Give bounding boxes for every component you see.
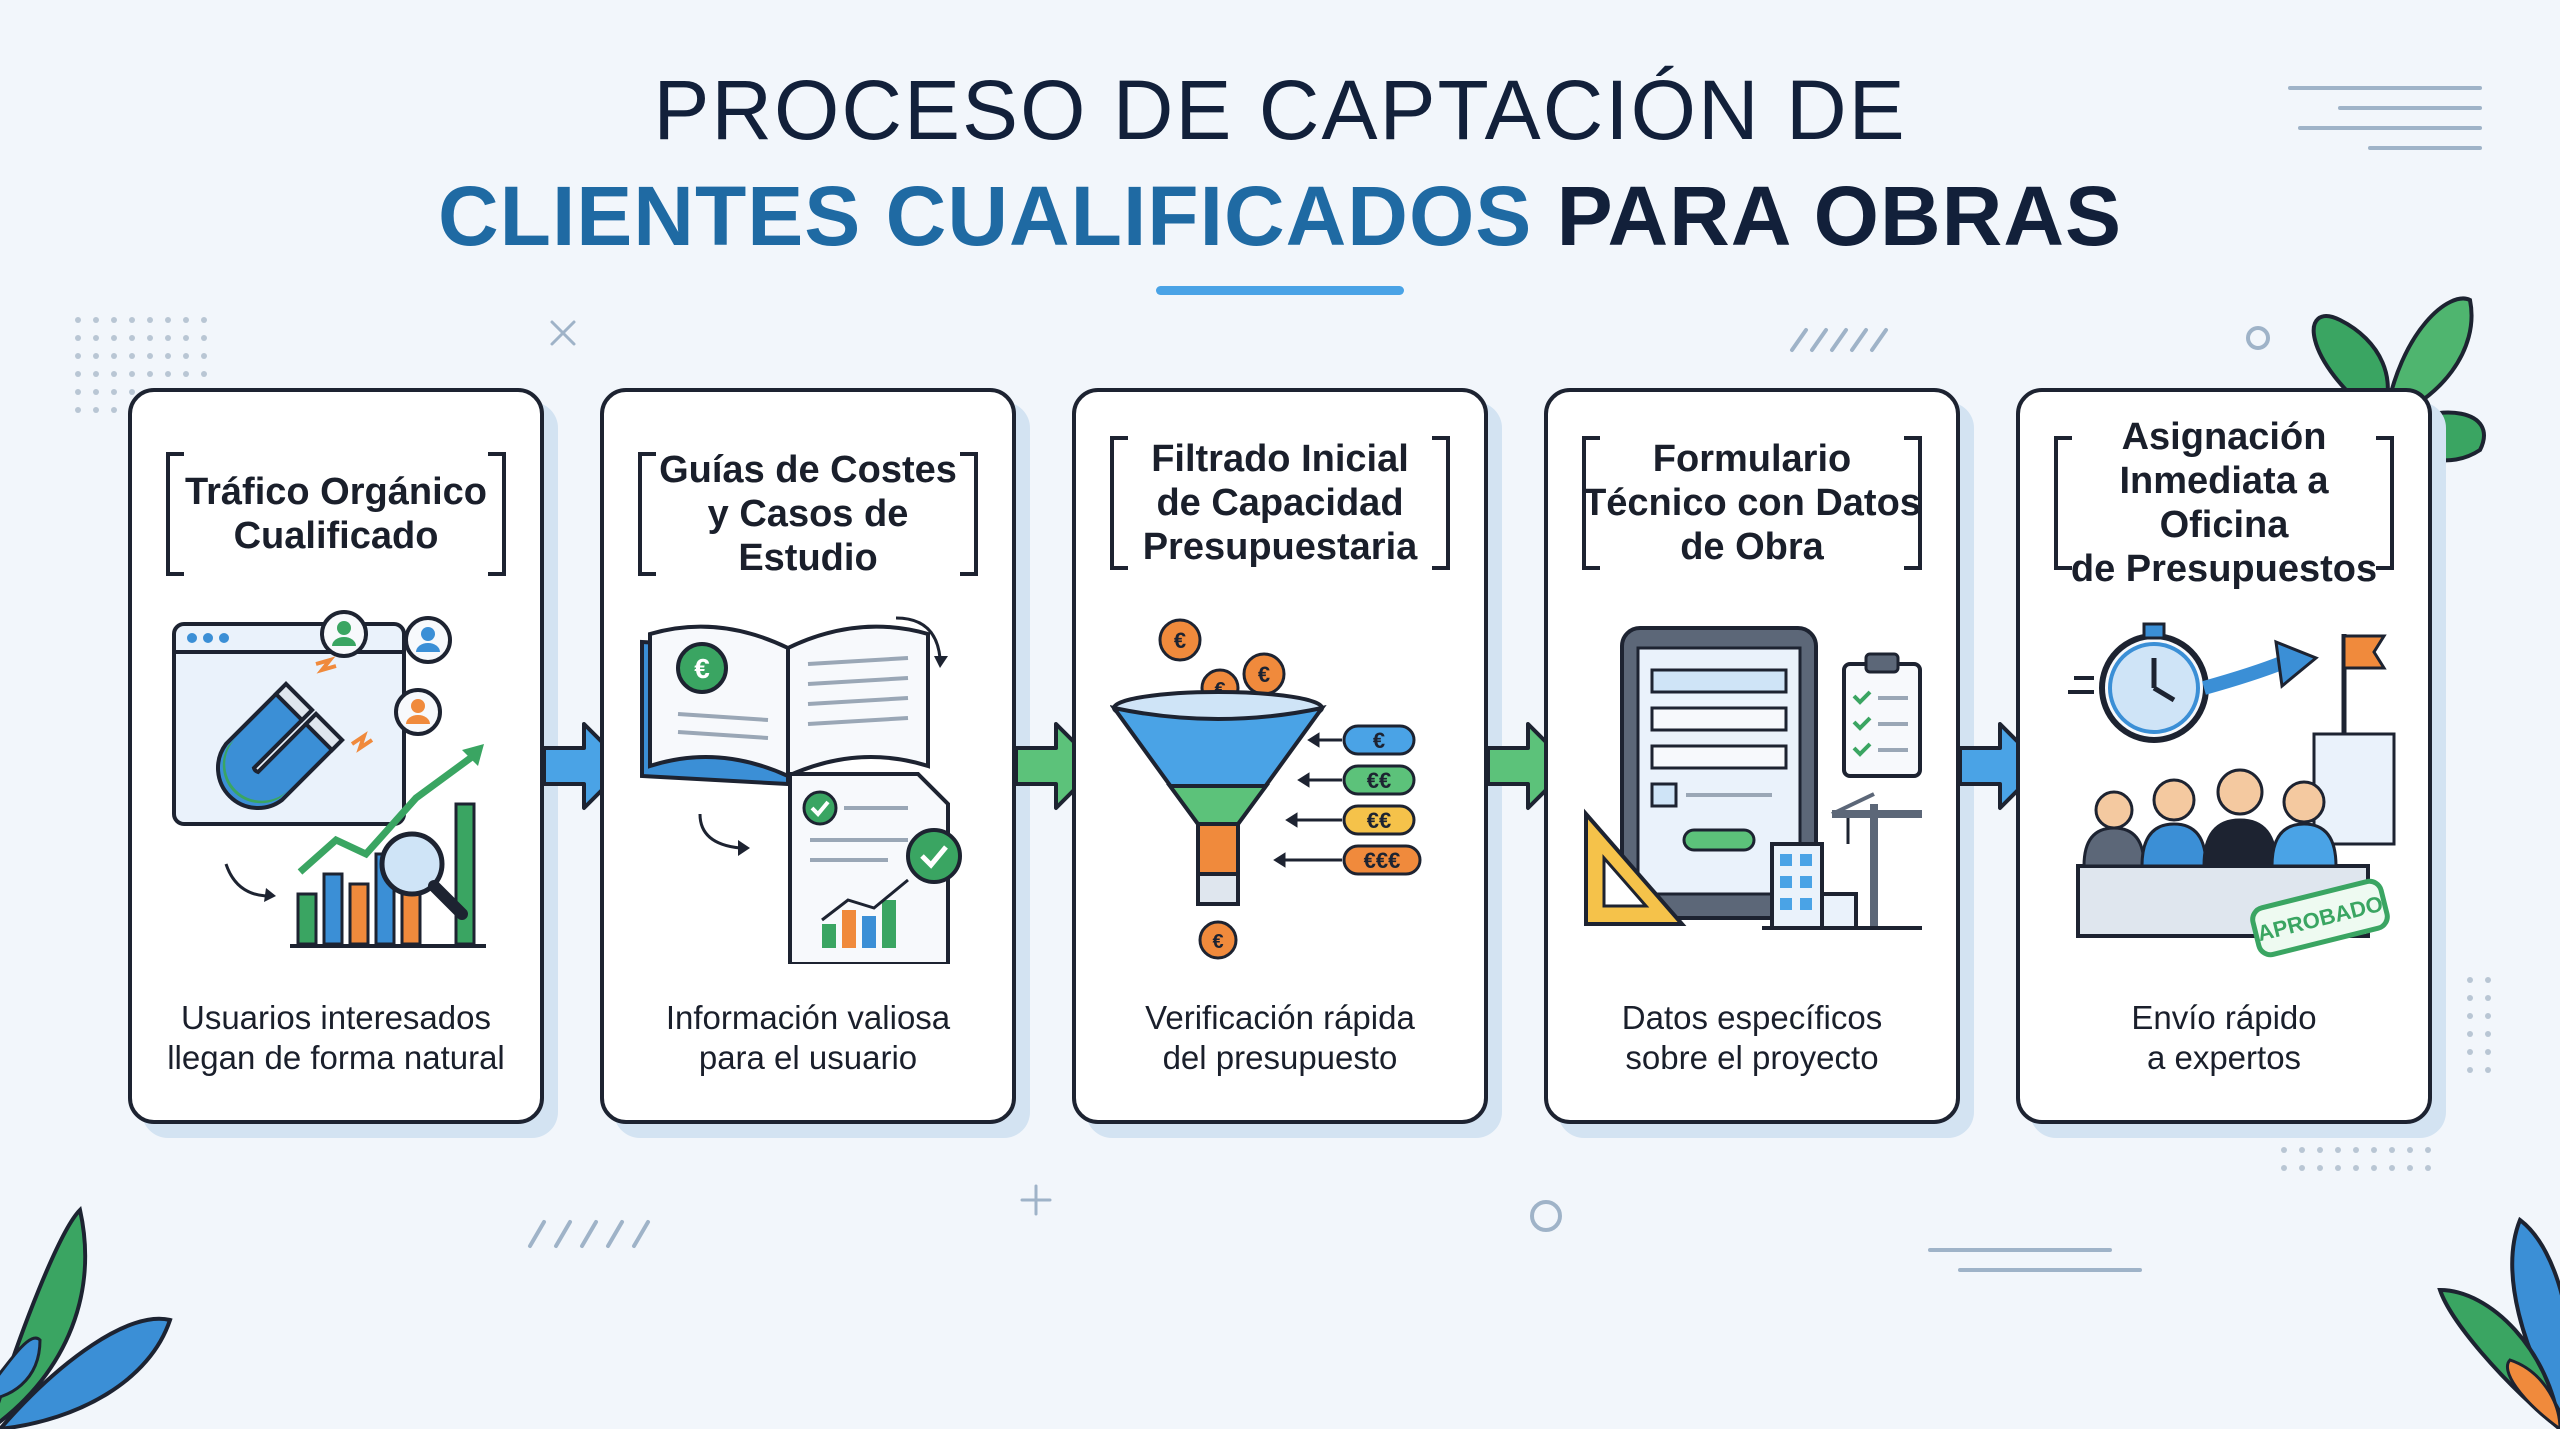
bracket-left	[166, 452, 184, 576]
step-title-line: de Capacidad	[1156, 482, 1404, 524]
budget-tag: €€	[1367, 808, 1391, 833]
svg-text:€: €	[1212, 931, 1223, 953]
step-title-line: Técnico con Datos	[1583, 482, 1921, 524]
step-title-line: Cualificado	[233, 515, 439, 557]
svg-text:€: €	[694, 653, 710, 684]
step-title-line: Tráfico Orgánico	[185, 471, 487, 513]
step-card-5: Asignación Inmediata a Oficina de Presup…	[2016, 388, 2432, 1124]
funnel-icon: € € € € € €€ €€ €€€	[1110, 618, 1422, 960]
step-title-2: Guías de Costes y Casos de Estudio	[638, 449, 978, 579]
step-title-1: Tráfico Orgánico Cualificado	[166, 452, 506, 576]
bracket-right	[1904, 436, 1922, 570]
bracket-right	[960, 452, 978, 576]
step-card-3: Filtrado Inicial de Capacidad Presupuest…	[1072, 388, 1488, 1124]
step-desc-line: Verificación rápida	[1145, 999, 1415, 1036]
budget-tag: €€€	[1364, 848, 1401, 873]
step-desc-line: llegan de forma natural	[167, 1039, 505, 1076]
step-desc-line: Datos específicos	[1621, 999, 1883, 1036]
step-desc-5: Envío rápido a expertos	[2040, 998, 2408, 1078]
step-card-4: Formulario Técnico con Datos de Obra Dat…	[1544, 388, 1960, 1124]
page-title-line2: CLIENTES CUALIFICADOS PARA OBRAS	[0, 168, 2560, 265]
step-desc-line: del presupuesto	[1162, 1039, 1398, 1076]
step-desc-line: para el usuario	[698, 1039, 918, 1076]
step-title-line: Formulario	[1652, 438, 1852, 480]
svg-text:€: €	[1174, 628, 1186, 653]
step-desc-line: Usuarios interesados	[181, 999, 491, 1036]
bracket-right	[1432, 436, 1450, 570]
bracket-left	[1582, 436, 1600, 570]
step-title-line: Guías de Costes	[659, 449, 957, 491]
bracket-left	[638, 452, 656, 576]
tablet-form-icon	[1584, 626, 1922, 930]
bracket-right	[2376, 436, 2394, 570]
step-card-1: Tráfico Orgánico Cualificado Usuarios in…	[128, 388, 544, 1124]
step-title-line: de Presupuestos	[2070, 548, 2378, 590]
step-title-3: Filtrado Inicial de Capacidad Presupuest…	[1110, 436, 1450, 570]
svg-text:€: €	[1214, 679, 1225, 701]
step-desc-line: sobre el proyecto	[1625, 1039, 1879, 1076]
bracket-left	[2054, 436, 2072, 570]
step-desc-2: Información valiosa para el usuario	[624, 998, 992, 1078]
step-title-line: Filtrado Inicial	[1151, 438, 1409, 480]
svg-text:€: €	[1258, 662, 1270, 687]
step-title-line: de Obra	[1680, 526, 1824, 568]
page-title-line1: PROCESO DE CAPTACIÓN DE	[653, 63, 1907, 157]
step-desc-line: Información valiosa	[665, 999, 951, 1036]
team-approval-icon: APROBADO	[2068, 622, 2396, 958]
step-desc-line: a expertos	[2146, 1039, 2302, 1076]
step-title-line: y Casos de Estudio	[707, 493, 909, 579]
step-title-line: Presupuestaria	[1142, 526, 1418, 568]
step-desc-line: Envío rápido	[2131, 999, 2317, 1036]
step-desc-3: Verificación rápida del presupuesto	[1096, 998, 1464, 1078]
bracket-right	[488, 452, 506, 576]
book-guide-icon: €	[640, 616, 962, 964]
magnet-traffic-icon	[172, 610, 486, 948]
step-title-line: Inmediata a Oficina	[2119, 460, 2329, 546]
step-card-2: Guías de Costes y Casos de Estudio € Inf…	[600, 388, 1016, 1124]
step-title-4: Formulario Técnico con Datos de Obra	[1582, 436, 1922, 570]
bracket-left	[1110, 436, 1128, 570]
step-desc-4: Datos específicos sobre el proyecto	[1568, 998, 1936, 1078]
budget-tag: €	[1373, 728, 1385, 753]
title-underline	[1156, 286, 1404, 295]
page-title-rest: PARA OBRAS	[1556, 169, 2123, 263]
step-desc-1: Usuarios interesados llegan de forma nat…	[152, 998, 520, 1078]
page-title-accent: CLIENTES CUALIFICADOS	[437, 169, 1533, 263]
budget-tag: €€	[1367, 768, 1391, 793]
step-title-line: Asignación	[2121, 416, 2327, 458]
step-title-5: Asignación Inmediata a Oficina de Presup…	[2054, 416, 2394, 590]
